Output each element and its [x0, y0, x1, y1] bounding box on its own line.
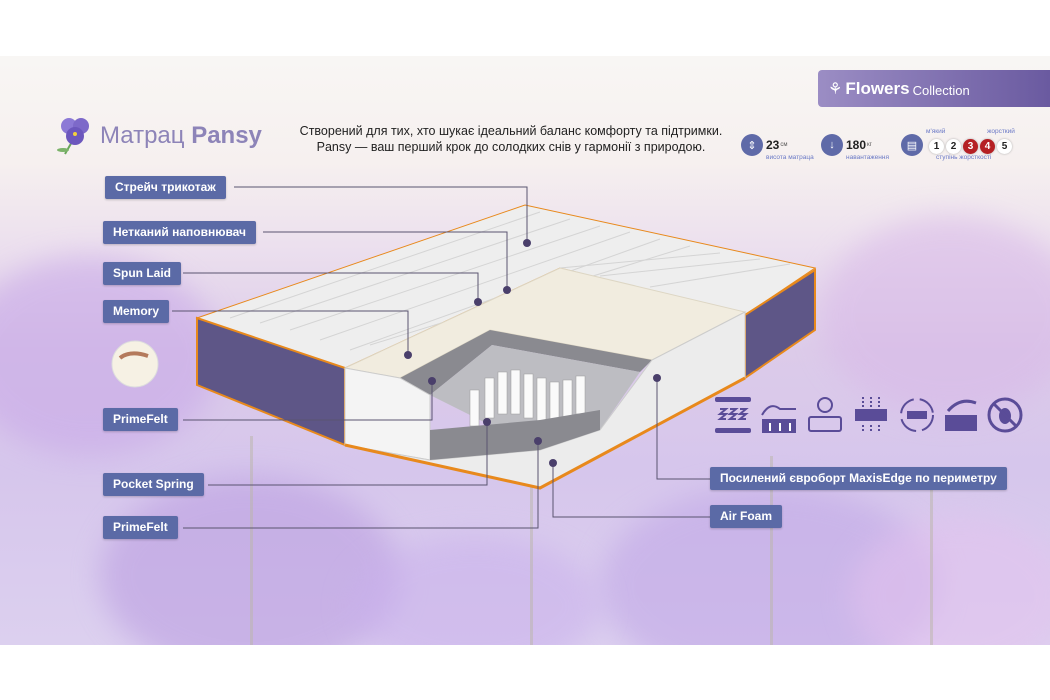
load-unit: кг — [867, 142, 872, 148]
label-maxisedge: Посилений євроборт MaxisEdge по периметр… — [710, 467, 1007, 490]
quality-certified-icon — [808, 397, 842, 432]
label-primefelt-bottom: PrimeFelt — [103, 516, 178, 539]
height-icon: ⇕ — [741, 134, 763, 156]
height-caption: висота матраца — [766, 154, 814, 161]
title-name: Pansy — [191, 122, 262, 149]
description-line: Створений для тих, хто шукає ідеальний б… — [299, 124, 723, 138]
bottom-edge — [344, 376, 746, 490]
two-sided-icon — [900, 398, 934, 432]
weight-load-icon: ↓ — [821, 134, 843, 156]
pocket-springs — [469, 369, 586, 427]
firmness-level: 5 — [997, 139, 1012, 154]
leader-lines — [172, 186, 710, 529]
label-stretch-knit: Стрейч трикотаж — [105, 176, 226, 199]
primefelt-layer — [400, 330, 652, 395]
lavender-background — [0, 56, 1050, 645]
label-pocket-spring: Pocket Spring — [103, 473, 204, 496]
load-value: 180 — [846, 138, 867, 152]
anti-mite-icon — [987, 397, 1023, 433]
description-line: Pansy — ваш перший крок до солодких снів… — [316, 140, 706, 154]
brand-sub: Collection — [912, 82, 970, 98]
height-unit: см — [780, 142, 788, 148]
product-title: Матрац Pansy — [100, 122, 262, 150]
memory-foam-sample-icon — [111, 340, 159, 388]
title-prefix: Матрац — [100, 122, 185, 149]
label-memory: Memory — [103, 300, 170, 323]
firmness-level-selected: 3 — [963, 139, 978, 154]
label-air-foam: Air Foam — [710, 505, 783, 528]
brand-name: Flowers — [845, 78, 910, 98]
breathable-icon — [855, 397, 887, 433]
pansy-flower-icon — [57, 118, 89, 155]
product-description: Створений для тих, хто шукає ідеальний б… — [286, 123, 736, 155]
tulip-icon: ⚘ — [828, 80, 843, 98]
load-caption: навантаження — [846, 154, 889, 161]
zoned-springs-icon — [715, 397, 751, 433]
label-nonwoven-filler: Нетканий наповнювач — [103, 221, 257, 244]
edge-foam-front — [344, 367, 431, 461]
firmness-level: 1 — [929, 139, 944, 154]
firmness-level: 2 — [946, 139, 961, 154]
layer-markers — [404, 239, 661, 467]
label-primefelt-top: PrimeFelt — [103, 408, 178, 431]
height-value: 23 — [766, 138, 780, 152]
bottom-felt — [430, 410, 600, 460]
soft-comfort-icon — [945, 399, 977, 431]
soft-caption: м'який — [926, 128, 946, 135]
label-spun-laid: Spun Laid — [103, 262, 181, 285]
firmness-caption: ступінь жорсткості — [936, 154, 992, 161]
hard-caption: жорсткий — [987, 128, 1015, 135]
firmness-icon: ▤ — [901, 134, 923, 156]
flowers-collection-badge: ⚘ Flowers Collection — [818, 70, 1050, 107]
firmness-level-selected: 4 — [980, 139, 995, 154]
orthopedic-support-icon — [761, 405, 796, 433]
